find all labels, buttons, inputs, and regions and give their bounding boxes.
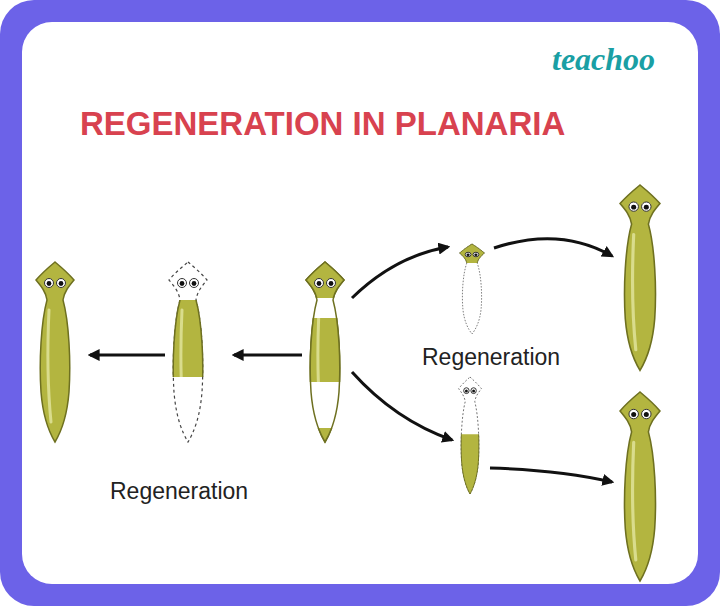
planaria-regenerating [169, 262, 207, 442]
planaria-regenerating [460, 244, 485, 334]
planaria-regenerating [459, 377, 482, 494]
arrow [234, 354, 302, 357]
planaria-whole [620, 185, 660, 370]
arrow [490, 468, 612, 482]
diagram-title: REGENERATION IN PLANARIA [80, 106, 565, 142]
watermark: teachoo [552, 42, 655, 77]
frame-inner [22, 22, 698, 584]
arrow [352, 372, 452, 440]
arrow [90, 354, 165, 357]
process-label: Regeneration [110, 479, 248, 504]
planaria-whole [36, 262, 74, 442]
arrow [352, 247, 448, 298]
arrows [90, 239, 612, 482]
planaria-whole [620, 392, 660, 581]
process-label: Regeneration [422, 345, 560, 370]
arrow [494, 239, 612, 256]
planaria-cut [306, 262, 344, 442]
